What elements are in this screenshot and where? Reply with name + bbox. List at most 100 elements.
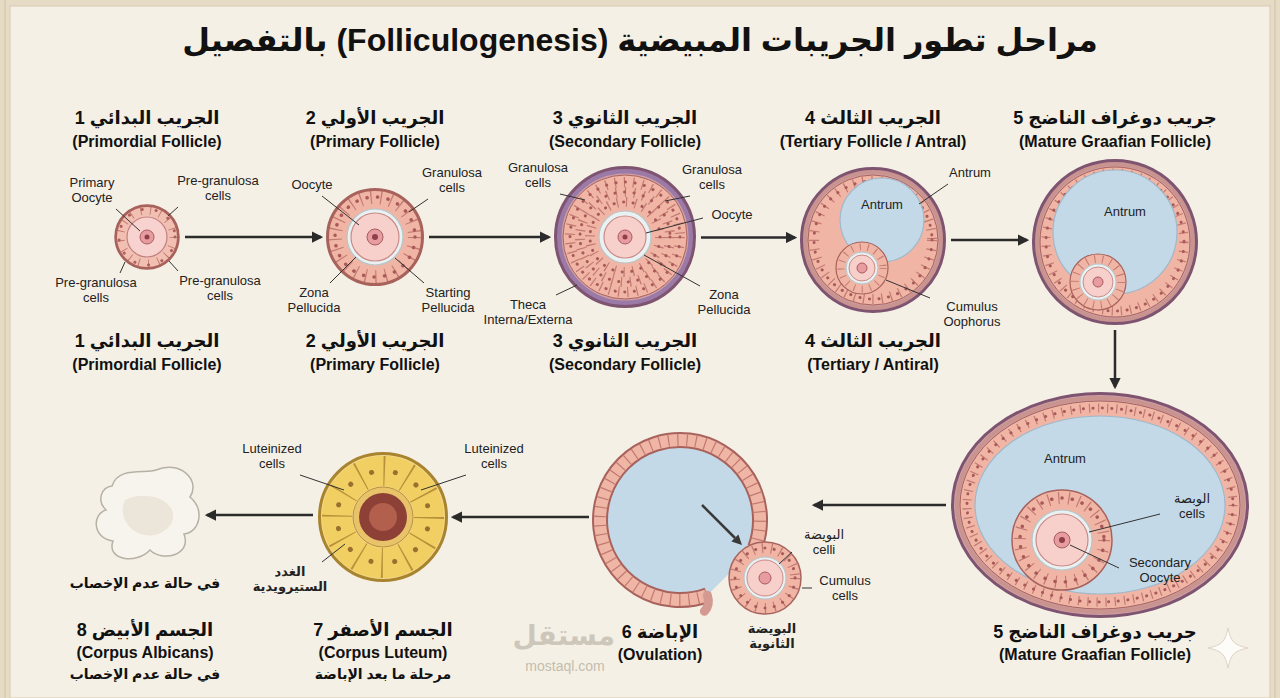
follicle-outline — [327, 189, 423, 285]
part-label: Cumulus Oophorus — [932, 300, 1012, 330]
follicle-outline — [1033, 160, 1197, 324]
part-label: Oocyte — [287, 178, 337, 193]
stage-note: مرحلة ما بعد الإباضة — [315, 666, 451, 682]
follicle-outline — [319, 453, 447, 581]
stage-title-ar: الجريب الثانوي 3 — [553, 108, 698, 129]
stage-caption-en: (Corpus Luteum) — [319, 644, 448, 662]
nucleolus — [623, 235, 628, 240]
nucleus — [618, 230, 632, 244]
part-label: Starting Pellucida — [412, 286, 484, 316]
zona-pellucida — [599, 211, 651, 263]
nucleus — [857, 263, 867, 273]
part-label: Zona Pellucida — [279, 286, 349, 316]
granulosa-layer — [808, 175, 938, 305]
part-label: Secondary Oocyte — [1122, 556, 1198, 586]
stage-arrow — [207, 514, 313, 517]
theca-externa — [1033, 160, 1197, 324]
part-label: البويضة الثانوية — [736, 622, 808, 652]
cell-nuclei — [337, 471, 429, 563]
zona-pellucida — [744, 557, 786, 599]
leader-line — [1089, 514, 1160, 532]
leader-line — [300, 475, 344, 490]
oocyte — [351, 213, 399, 261]
sparkle-icon — [1208, 628, 1248, 668]
zona-pellucida — [1032, 510, 1092, 570]
cell-borders — [841, 247, 883, 289]
follicle-wall — [327, 189, 423, 285]
part-label: Antrum — [1097, 205, 1153, 220]
stage-note: في حالة عدم الإخصاب — [70, 666, 220, 682]
leader-line — [665, 196, 690, 201]
part-label: Zona Pellucida — [689, 288, 759, 318]
follicle-outline — [801, 168, 945, 312]
stage-title-en: (Primary Follicle) — [310, 133, 440, 151]
follicle-stage: الجريب الثانوي 3(Secondary Follicle)الجر… — [555, 167, 695, 307]
stage-arrow — [814, 504, 946, 507]
stage-title-en: (Tertiary Follicle / Antral) — [780, 133, 967, 151]
stage-caption-ar: الجريب الأولي 2 — [306, 331, 445, 352]
cell-borders — [1075, 259, 1121, 305]
theca-interna — [559, 171, 691, 303]
cell-nuclei — [119, 209, 175, 265]
follicle-border — [556, 168, 694, 306]
part-label: Granulosa cells — [502, 161, 574, 191]
part-label: الغدد الستيرويدية — [252, 565, 328, 595]
leader-line — [1070, 545, 1119, 568]
zona-pellucida — [347, 209, 403, 265]
theca-interna — [805, 172, 941, 308]
zona-pellucida — [1080, 264, 1116, 300]
page-ground — [10, 6, 1270, 698]
cell-borders — [570, 182, 680, 292]
luteum-capsule — [319, 453, 447, 581]
follicle-outline — [115, 205, 179, 269]
leader-line — [886, 280, 930, 298]
leader-line — [556, 285, 577, 295]
theca-externa — [555, 167, 695, 307]
stage-arrow — [951, 239, 1027, 242]
stage-arrow — [185, 236, 321, 239]
stage-caption-en: (Corpus Albicans) — [76, 644, 213, 662]
leader-line — [409, 199, 428, 212]
part-label: Oocyte — [707, 208, 757, 223]
part-label: Theca Interna/Externa — [474, 298, 582, 328]
theca-interna — [1037, 164, 1193, 320]
stage-caption-ar: جريب دوغراف الناضج 5 — [993, 622, 1196, 643]
follicle-stage: الجريب الثالث 4(Tertiary Follicle / Antr… — [801, 168, 945, 312]
nucleus — [759, 572, 771, 584]
cell-borders — [120, 210, 174, 264]
cell-borders — [580, 192, 670, 282]
corpus-albicans-figure — [96, 467, 199, 558]
leader-line — [330, 257, 356, 283]
cell-borders — [735, 548, 795, 608]
cumulus-oophorus — [1012, 490, 1112, 590]
ovulation-figure — [600, 440, 801, 614]
watermark: mostaql.com — [510, 658, 620, 674]
follicle-outline — [555, 167, 695, 307]
luteinized-cells — [337, 471, 429, 563]
cell-borders — [335, 197, 415, 277]
part-label: Antrum — [1037, 452, 1093, 467]
page-edge-line — [1275, 0, 1276, 698]
follicle-stage: الإباضة 6(Ovulation) — [595, 440, 808, 620]
secondary-oocyte — [747, 560, 783, 596]
stage-caption-en: (Primordial Follicle) — [72, 356, 221, 374]
scar-tissue — [96, 467, 199, 558]
stage-note: في حالة عدم الإخصاب — [70, 575, 220, 591]
stage-caption-en: (Secondary Follicle) — [549, 356, 701, 374]
follicle-stage: في حالة عدم الإخصابالجسم الأبيض 8(Corpus… — [93, 466, 201, 564]
part-label: Luteinized cells — [236, 442, 308, 472]
follicle-border — [320, 454, 446, 580]
cell-nuclei — [335, 197, 415, 277]
part-label: Primary Oocyte — [61, 176, 123, 206]
leader-lines — [116, 184, 1160, 588]
page-edge-line — [5, 0, 6, 698]
nucleus — [367, 229, 383, 245]
follicle-border — [328, 190, 422, 284]
follicle-wall — [115, 205, 179, 269]
release-arrow — [702, 505, 735, 538]
release-arrowhead — [731, 534, 742, 545]
part-label: Cumulus cells — [815, 574, 875, 604]
cell-nuclei — [570, 182, 680, 292]
stage-title-en: (Primordial Follicle) — [72, 133, 221, 151]
